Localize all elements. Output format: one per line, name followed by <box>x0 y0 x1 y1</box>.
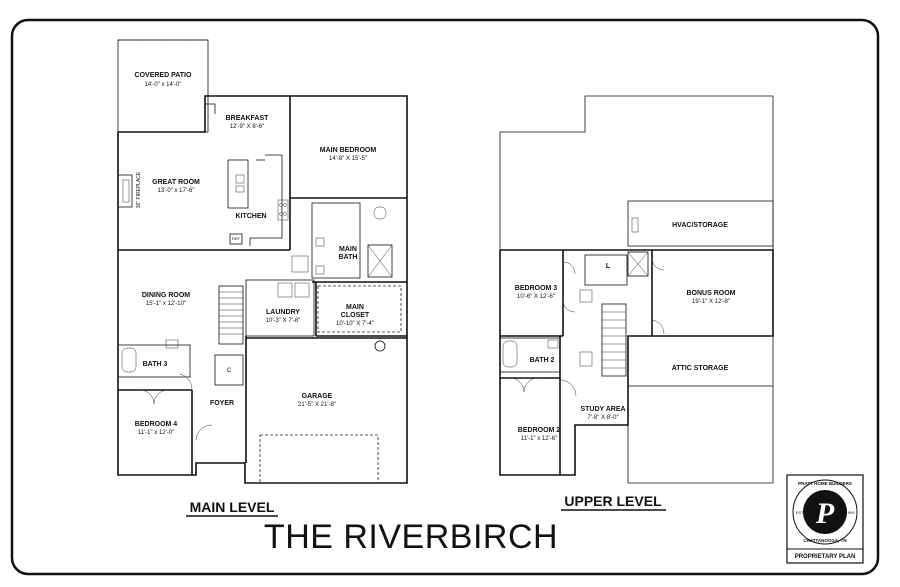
main-closet-label-2: CLOSET <box>341 312 370 319</box>
great-room-dims: 13'-0" x 17'-6" <box>158 188 195 194</box>
main-closet-outline <box>317 285 402 333</box>
main-closet-label-1: MAIN <box>346 304 364 311</box>
main-level-walls <box>117 95 408 484</box>
covered-patio-dims: 14'-0" x 14'-0" <box>145 82 182 88</box>
bath2-label: BATH 2 <box>530 357 555 364</box>
garage-door <box>259 434 379 484</box>
bath3-label: BATH 3 <box>143 361 168 368</box>
upper-level-plan <box>499 95 774 484</box>
dining-room-dims: 15'-1" x 12'-10" <box>146 301 186 307</box>
logo-caption: PROPRIETARY PLAN <box>795 554 856 560</box>
garage-label: GARAGE <box>302 393 333 400</box>
fireplace-label: 36" FIREPLACE <box>136 171 142 208</box>
main-bedroom-dims: 14'-8" X 15'-5" <box>329 156 367 162</box>
upper-stairs <box>601 303 627 377</box>
closet-c-label: C <box>227 368 232 374</box>
study-dims: 7'-8" X 8'-0" <box>587 415 618 421</box>
kitchen-label: KITCHEN <box>235 213 266 220</box>
plan-title: THE RIVERBIRCH <box>264 518 558 556</box>
foyer-label: FOYER <box>210 400 234 407</box>
bedroom2-label: BEDROOM 2 <box>518 427 561 434</box>
breakfast-dims: 12'-9" X 8'-6" <box>230 124 265 130</box>
main-bath-label-2: BATH <box>339 254 358 261</box>
upper-level-heading: UPPER LEVEL <box>564 493 662 509</box>
laundry-dims: 10'-3" X 7'-8" <box>266 318 301 324</box>
linen-label: L <box>606 263 611 270</box>
garage-dims: 21'-5" X 21'-8" <box>298 402 336 408</box>
breakfast-label: BREAKFAST <box>226 115 270 122</box>
builder-logo: P PRATT HOME BUILDERS EST. 1999 CHATTANO… <box>786 474 864 564</box>
bedroom3-dims: 10'-6" X 12'-6" <box>517 294 555 300</box>
covered-patio-label: COVERED PATIO <box>135 72 192 79</box>
bedroom3-label: BEDROOM 3 <box>515 285 558 292</box>
logo-est: EST. <box>796 510 804 515</box>
bedroom4-label: BEDROOM 4 <box>135 421 178 428</box>
logo-city: CHATTANOOGA, TN <box>803 538 846 543</box>
bedroom2-dims: 11'-1" x 12'-6" <box>521 436 557 442</box>
attic-label: ATTIC STORAGE <box>672 365 729 372</box>
sheet-border <box>10 18 880 576</box>
logo-letter: P <box>815 497 835 530</box>
main-bath-label-1: MAIN <box>339 246 357 253</box>
logo-ring-text: PRATT HOME BUILDERS <box>798 481 852 486</box>
main-level-labels: COVERED PATIO 14'-0" x 14'-0" BREAKFAST … <box>135 72 377 436</box>
hvac-label: HVAC/STORAGE <box>672 222 728 229</box>
main-bedroom-label: MAIN BEDROOM <box>320 147 377 154</box>
study-label: STUDY AREA <box>580 406 625 413</box>
upper-level-labels: HVAC/STORAGE BEDROOM 3 10'-6" X 12'-6" L… <box>515 222 736 442</box>
main-stairs <box>218 285 244 345</box>
logo-year: 1999 <box>846 510 856 515</box>
bonus-room-label: BONUS ROOM <box>687 290 736 297</box>
main-closet-dims: 10'-10" X 7'-4" <box>336 321 374 327</box>
main-level-heading: MAIN LEVEL <box>190 499 275 515</box>
main-level-plan <box>117 39 408 484</box>
bedroom4-dims: 11'-1" x 12'-0" <box>138 430 174 436</box>
great-room-label: GREAT ROOM <box>152 179 200 186</box>
upper-level-walls <box>499 249 653 476</box>
bonus-room-dims: 19'-1" X 12'-8" <box>692 299 730 305</box>
ref-label: REF <box>232 236 241 241</box>
laundry-label: LAUNDRY <box>266 309 300 316</box>
dining-room-label: DINING ROOM <box>142 292 190 299</box>
